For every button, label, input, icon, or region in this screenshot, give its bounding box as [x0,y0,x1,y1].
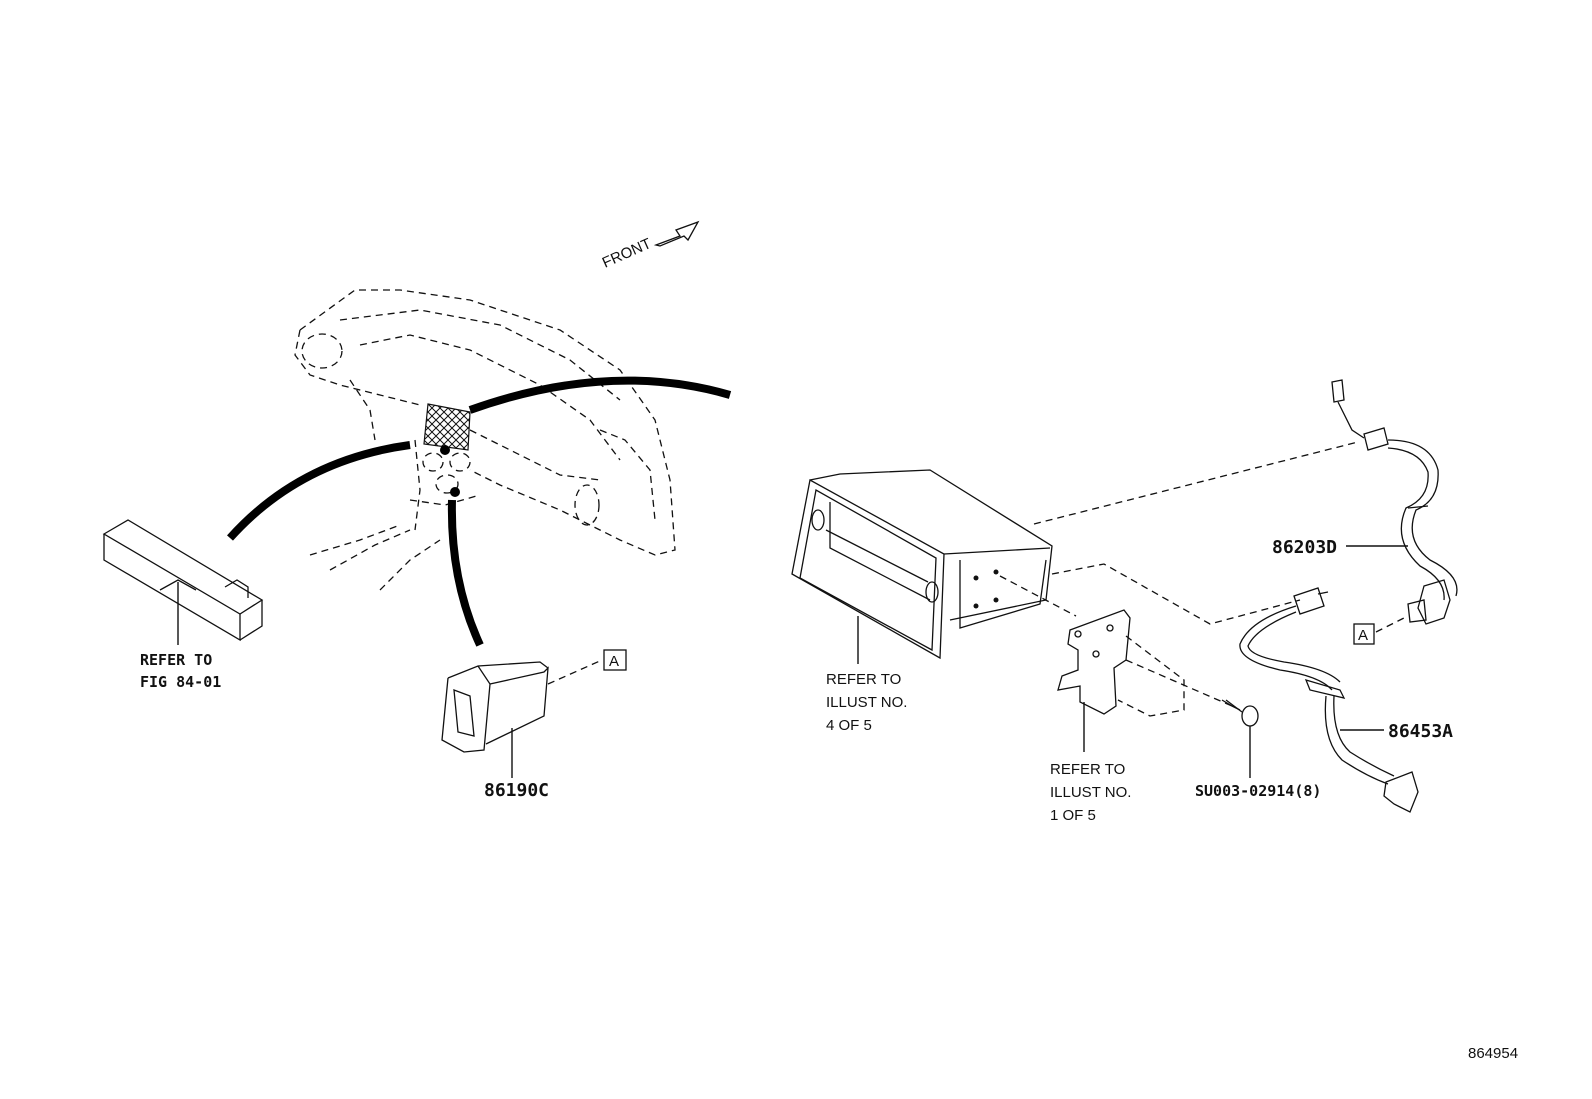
refer-illust4-line-3: 4 OF 5 [826,717,872,734]
front-arrow-icon [653,220,700,247]
harness-component: 86453A [1239,587,1453,813]
refer-fig-line-2: FIG 84-01 [140,673,221,691]
head-unit-component: REFER TO ILLUST NO. 4 OF 5 [791,441,1359,734]
refer-illust1-line-1: REFER TO [1050,761,1125,778]
part-86190C: 86190C [484,780,549,801]
connector-marker-box [603,649,627,671]
antenna-cord-component: A 86203D [1272,379,1458,645]
screw-component: SU003-02914(8) [1195,699,1321,800]
connector-marker-box-2 [1353,623,1375,645]
refer-illust4-line-2: ILLUST NO. [826,694,907,711]
part-86453A: 86453A [1388,721,1453,742]
display-hatch [423,403,471,497]
location-arrows [227,376,732,647]
refer-illust4-line-1: REFER TO [826,671,901,688]
bracket-component: REFER TO ILLUST NO. 1 OF 5 [1050,609,1233,824]
left-panel-component: REFER TO FIG 84-01 [102,519,264,691]
part-SU003-02914: SU003-02914(8) [1195,782,1321,800]
dashboard-outline [294,289,676,591]
front-indicator: FRONT [600,220,700,272]
connector-marker-label-2: A [1358,627,1368,644]
refer-fig-line-1: REFER TO [140,651,212,669]
refer-illust1-line-2: ILLUST NO. [1050,784,1131,801]
front-label: FRONT [600,235,654,272]
part-86203D: 86203D [1272,537,1337,558]
figure-id: 864954 [1468,1045,1518,1062]
refer-illust1-line-3: 1 OF 5 [1050,807,1096,824]
switch-component: A 86190C [441,649,627,801]
connector-marker-label: A [609,653,619,670]
